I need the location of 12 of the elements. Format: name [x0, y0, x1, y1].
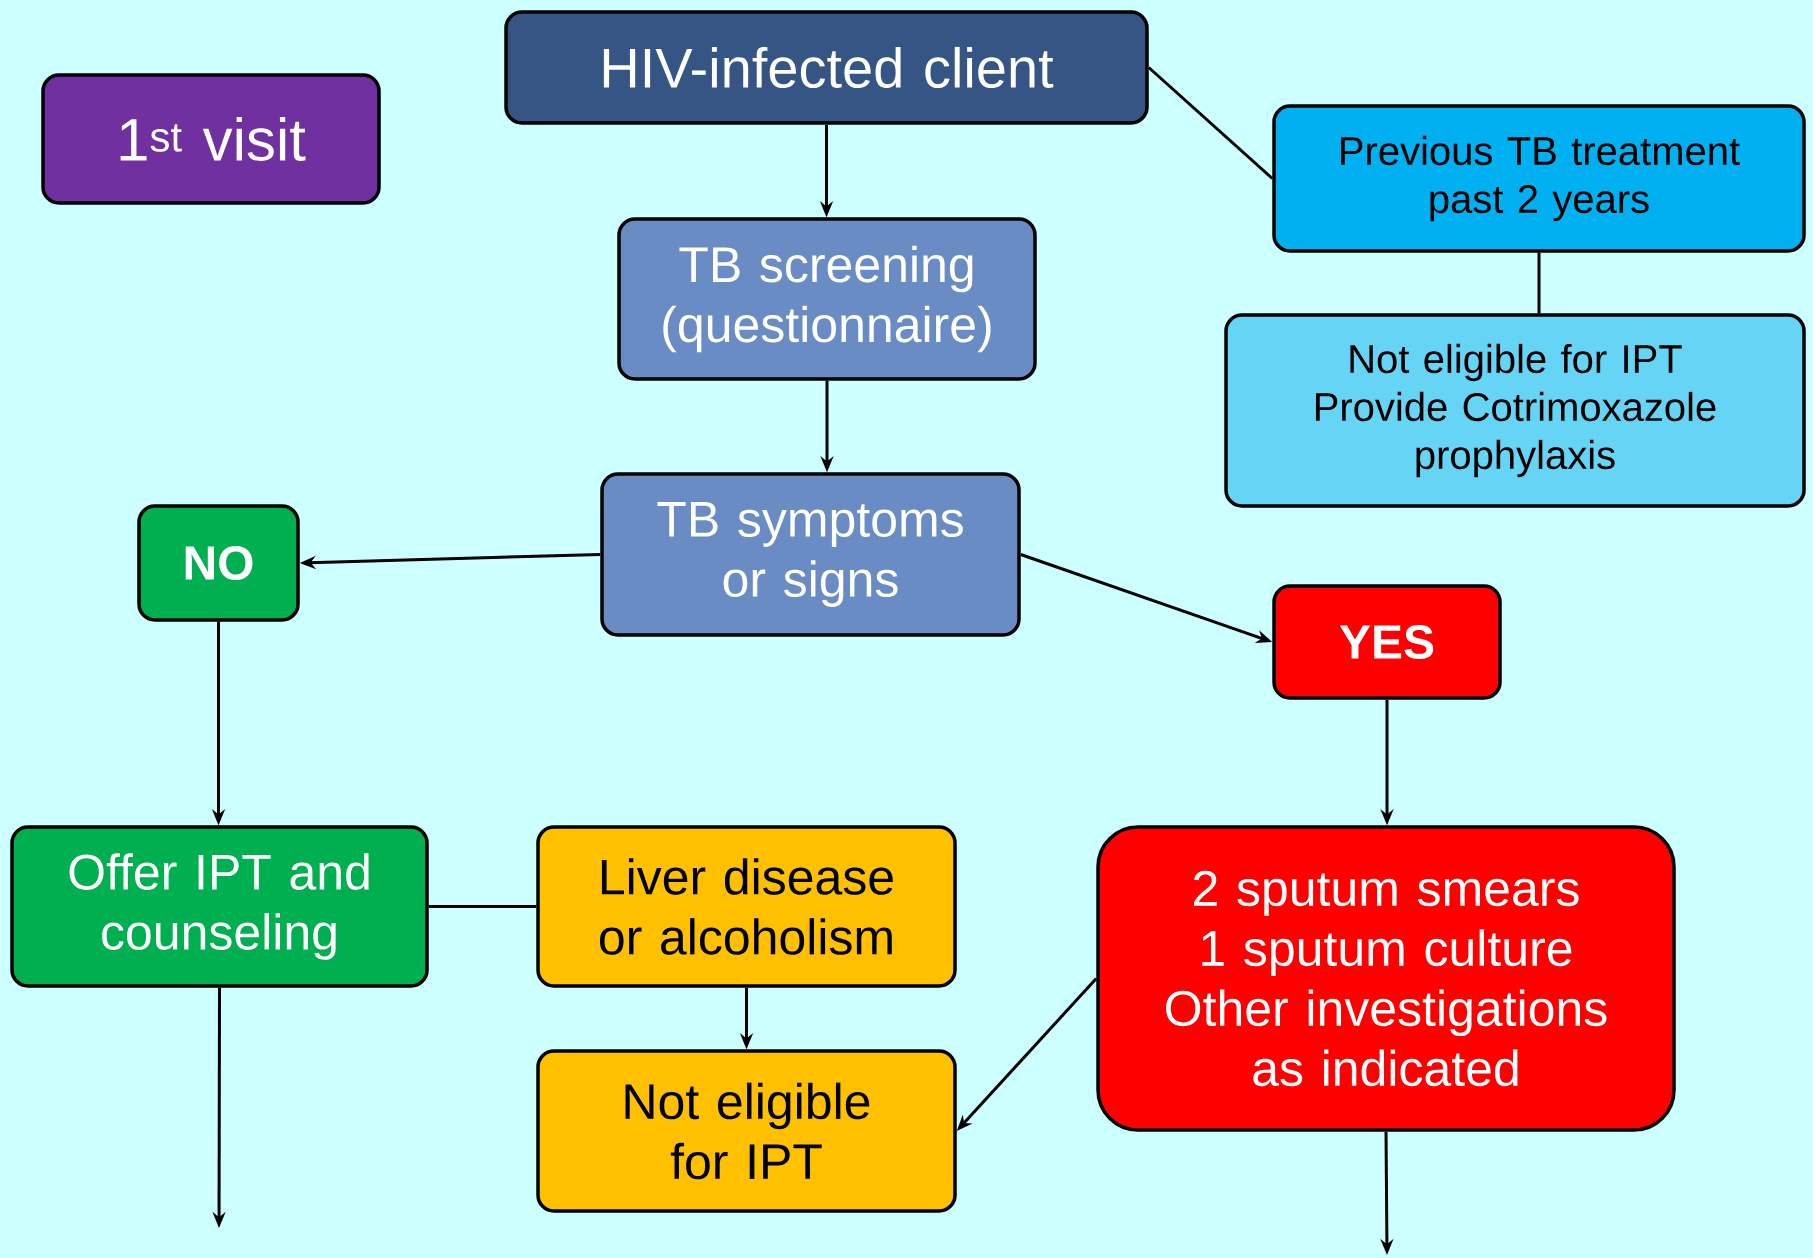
process-box: TB screening (questionnaire): [617, 217, 1037, 381]
process-box: Liver disease or alcoholism: [536, 825, 957, 988]
answer-box: YES: [1272, 584, 1502, 700]
process-box: Previous TB treatment past 2 years: [1272, 104, 1806, 253]
answer-box: NO: [137, 504, 300, 622]
process-box: Not eligible for IPT: [536, 1049, 957, 1213]
process-box: Not eligible for IPT Provide Cotrimoxazole prophylaxis: [1224, 313, 1806, 508]
visit-box: 1$^{st}$ visit: [41, 73, 381, 205]
decision-box: TB symptoms or signs: [600, 472, 1021, 637]
process-box: Offer IPT and counseling: [10, 825, 429, 988]
process-box: 2 sputum smears 1 sputum culture Other investigations as indicated: [1096, 825, 1676, 1132]
process-box: HIV-infected client: [504, 10, 1149, 125]
